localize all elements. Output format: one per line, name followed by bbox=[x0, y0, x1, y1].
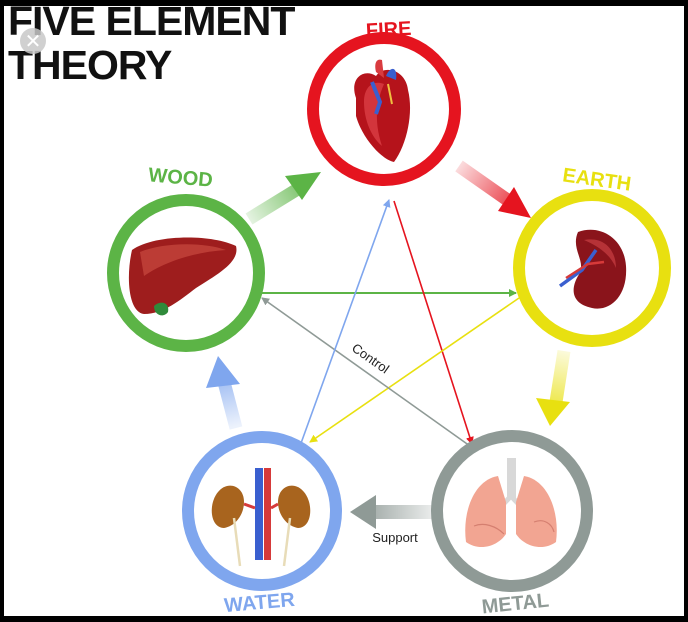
metal-ring bbox=[431, 430, 593, 592]
arrow-water-to-fire bbox=[299, 199, 391, 447]
support-cycle-label: Support bbox=[372, 530, 418, 545]
water-label: WATER bbox=[223, 589, 296, 616]
arrowhead-metal-to-water bbox=[350, 495, 376, 529]
liver-icon bbox=[128, 237, 237, 316]
heart-icon bbox=[354, 59, 411, 162]
support-cycle bbox=[206, 160, 571, 529]
arrow-earth-to-water bbox=[309, 297, 520, 443]
spleen-icon bbox=[558, 229, 627, 309]
five-element-diagram: FIRE EARTH METAL WATER WOOD Control Supp… bbox=[107, 18, 671, 616]
kidneys-icon bbox=[211, 468, 311, 567]
arrow-water-to-wood bbox=[217, 380, 243, 430]
arrow-wood-to-fire bbox=[245, 181, 305, 225]
wood-label: WOOD bbox=[147, 164, 213, 192]
arrowhead-fire-to-earth bbox=[498, 187, 531, 218]
control-cycle-label: Control bbox=[349, 340, 392, 376]
arrowhead-wood-to-fire bbox=[285, 172, 321, 200]
arrowhead-earth-to-metal bbox=[536, 398, 570, 426]
control-cycle bbox=[261, 199, 520, 447]
diagram-frame: FIRE EARTH METAL WATER WOOD Control Supp… bbox=[4, 6, 684, 616]
arrow-fire-to-earth bbox=[455, 160, 513, 207]
earth-label: EARTH bbox=[561, 164, 632, 195]
metal-label: METAL bbox=[481, 590, 550, 616]
fire-label: FIRE bbox=[365, 18, 412, 42]
lungs-icon bbox=[465, 458, 557, 548]
arrowhead-water-to-wood bbox=[206, 356, 240, 388]
arrow-fire-to-metal bbox=[393, 200, 474, 445]
page-title-line-1: FIVE ELEMENT bbox=[8, 6, 295, 44]
arrow-metal-to-wood bbox=[261, 297, 471, 447]
arrow-earth-to-metal bbox=[549, 349, 571, 404]
close-icon[interactable]: ✕ bbox=[20, 28, 46, 54]
